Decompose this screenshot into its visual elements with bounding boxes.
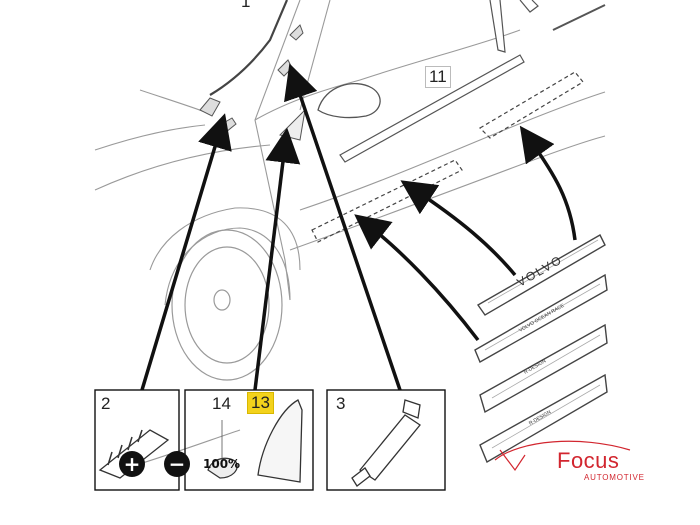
callout-3: 3 — [336, 394, 346, 413]
part-3-bracket — [351, 399, 421, 487]
zoom-level-indicator: 100% — [203, 457, 241, 471]
part-13-corner-trim — [257, 399, 303, 483]
front-wheel — [171, 229, 283, 381]
side-mirror — [317, 83, 381, 119]
focus-logo-subtitle: AUTOMOTIVE — [584, 473, 645, 482]
callout-11: 11 — [425, 66, 451, 88]
callout-14: 14 — [212, 394, 231, 413]
a-pillar-trim — [209, 0, 289, 96]
callout-1: 1 — [241, 0, 251, 11]
leader-arrows — [140, 63, 577, 391]
door-strips — [339, 0, 606, 163]
car-body-outline — [94, 0, 606, 471]
zoom-out-button[interactable]: − — [164, 451, 190, 477]
focus-logo: Focus — [557, 448, 620, 473]
sill-text-ocean-race: VOLVO OCEAN RACE — [518, 303, 566, 334]
zoom-in-button[interactable]: + — [119, 451, 145, 477]
detail-boxes — [94, 389, 446, 491]
callout-2: 2 — [101, 394, 111, 413]
part-14-fastener — [207, 420, 238, 479]
sill-plates: VOLVO VOLVO OCEAN RACE R-DESIGN R-DESIGN — [474, 234, 608, 464]
callout-13: 13 — [247, 392, 274, 414]
logo-swoosh — [494, 440, 631, 472]
